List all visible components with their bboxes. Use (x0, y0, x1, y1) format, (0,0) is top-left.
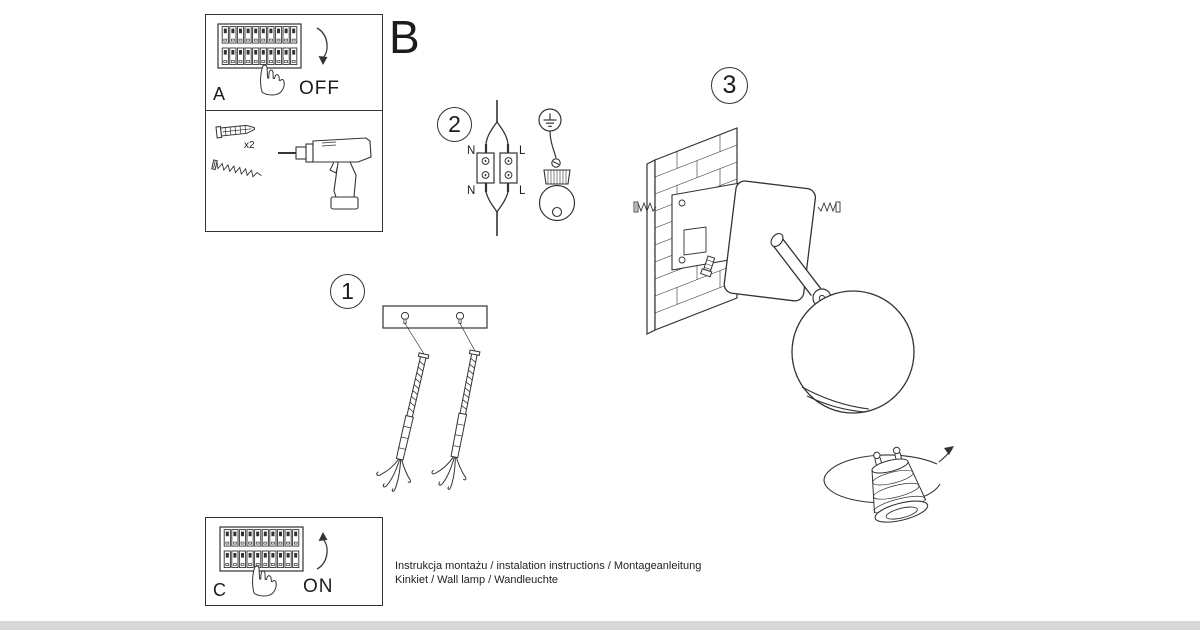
panel-c-state: ON (303, 576, 334, 597)
panel-a-label: A (213, 84, 226, 104)
panel-c-label: C (213, 580, 226, 600)
step-1-number: 1 (341, 278, 354, 304)
gu10-bulb-icon (871, 446, 929, 523)
ground-symbol-icon (538, 108, 562, 132)
wire-label-l-top: L (519, 145, 526, 157)
breaker-panel-icon (220, 527, 303, 571)
breaker-panel-icon (218, 24, 301, 68)
breaker-off-illustration (206, 15, 329, 96)
arrow-up-icon (316, 531, 329, 570)
step-2-number: 2 (448, 111, 461, 137)
knob-screw-icon (700, 255, 716, 278)
step-b-label: B (389, 11, 420, 63)
wall-mount-illustration (633, 127, 915, 414)
wire-label-l-bottom: L (519, 185, 526, 197)
arrow-down-icon (316, 27, 329, 66)
arrow-icon (944, 446, 954, 455)
wiring-diagram (476, 100, 518, 236)
step-2-badge: 2 (437, 107, 472, 142)
breaker-on-illustration (206, 518, 329, 597)
anchor-screw-icon (376, 349, 440, 496)
wire-label-n-top: N (467, 145, 476, 157)
bulb-illustration (823, 446, 954, 523)
ground-connector-illustration (538, 108, 576, 222)
tools-illustration (211, 122, 372, 210)
wire-label-n-bottom: N (467, 185, 476, 197)
panel-c-box: C ON (205, 517, 383, 606)
panel-a-box: A OFF (205, 14, 383, 111)
wall-edge (646, 159, 656, 335)
footer-instructions-line: Instrukcja montażu / instalation instruc… (395, 560, 702, 572)
footer-product-line: Kinkiet / Wall lamp / Wandleuchte (395, 574, 559, 586)
mounting-plate-illustration (376, 305, 491, 496)
screw-icon (211, 159, 263, 181)
dowel-quantity: x2 (244, 140, 255, 151)
bottom-gray-bar (0, 621, 1200, 630)
lamp-shade-sphere (791, 290, 915, 414)
drill-icon (277, 137, 372, 210)
step-3-number: 3 (722, 71, 737, 99)
step-1-badge: 1 (330, 274, 365, 309)
hand-icon (260, 64, 285, 96)
wall-plug-icon (215, 122, 256, 139)
panel-a-state: OFF (299, 78, 340, 99)
tools-box: x2 (205, 110, 383, 232)
step-3-badge: 3 (711, 67, 748, 104)
screw-icon (817, 201, 841, 213)
anchor-screw-icon (428, 346, 491, 493)
